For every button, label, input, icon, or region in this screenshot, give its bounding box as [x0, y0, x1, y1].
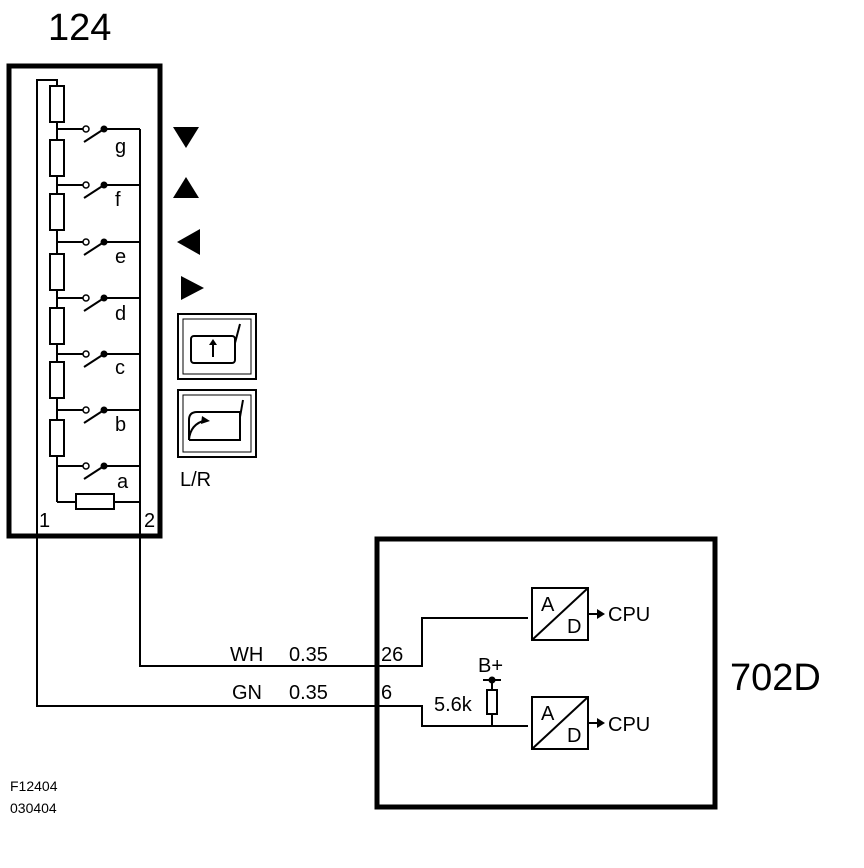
pin-1-label: 1: [39, 510, 50, 532]
ad-converter-lower: [531, 696, 605, 750]
switch-f-label: f: [115, 189, 121, 211]
switch-b-label: b: [115, 414, 126, 436]
switch-e: e: [57, 238, 140, 268]
component-124-box: [6, 63, 163, 539]
wire-gn-color-label: GN: [232, 682, 262, 704]
wire-gn: [36, 531, 528, 727]
lr-label: L/R: [180, 469, 211, 491]
triangle-up-icon: [173, 177, 199, 198]
pin1-rail: [36, 79, 58, 531]
switch-f: f: [57, 181, 140, 211]
triangle-down-icon: [173, 127, 199, 148]
switch-g-label: g: [115, 136, 126, 158]
wire-wh-color-label: WH: [230, 644, 263, 666]
resistor-ladder: [49, 85, 65, 502]
component-124-label: 124: [48, 7, 111, 49]
pullup-resistor: [483, 676, 501, 726]
component-702d-box: [374, 536, 718, 810]
switch-d: d: [57, 294, 140, 325]
wire-gn-size-label: 0.35: [289, 682, 328, 704]
wire-wh-size-label: 0.35: [289, 644, 328, 666]
pin-2-label: 2: [144, 510, 155, 532]
phone-handset-hook-icon: [177, 389, 257, 458]
switch-c: c: [57, 350, 140, 379]
switch-d-label: d: [115, 303, 126, 325]
component-702d-label: 702D: [730, 657, 821, 699]
date-code: 030404: [10, 800, 57, 816]
phone-handset-up-icon: [177, 313, 257, 380]
switch-g: g: [57, 125, 140, 158]
adc-upper-cpu-label: CPU: [608, 604, 650, 626]
supply-bplus-label: B+: [478, 655, 503, 677]
pin-26-label: 26: [381, 644, 403, 666]
triangle-left-icon: [177, 229, 200, 255]
switch-a: a: [57, 462, 140, 493]
figure-id: F12404: [10, 778, 58, 794]
wire-wh: [139, 531, 528, 667]
adc-lower-cpu-label: CPU: [608, 714, 650, 736]
pullup-value-label: 5.6k: [434, 694, 473, 716]
ad-converter-upper: [531, 587, 605, 641]
adc-lower-a-label: A: [541, 703, 555, 725]
switch-e-label: e: [115, 246, 126, 268]
pin-6-label: 6: [381, 682, 392, 704]
switch-a-label: a: [117, 471, 129, 493]
adc-upper-a-label: A: [541, 594, 555, 616]
switch-b: b: [57, 406, 140, 436]
adc-upper-d-label: D: [567, 616, 581, 638]
bottom-resistor: [57, 493, 140, 510]
switch-c-label: c: [115, 357, 125, 379]
triangle-right-icon: [181, 276, 204, 300]
adc-lower-d-label: D: [567, 725, 581, 747]
